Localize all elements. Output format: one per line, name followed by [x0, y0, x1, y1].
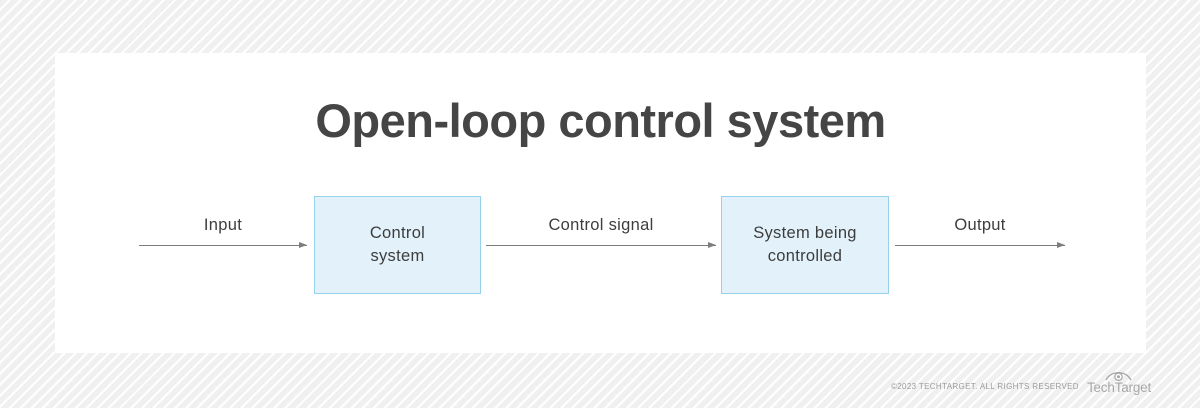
techtarget-logo: TechTarget [1087, 367, 1151, 395]
diagram-title: Open-loop control system [315, 94, 886, 147]
system-being-controlled-box: System being controlled [721, 196, 889, 294]
box-label-line: system [370, 247, 425, 265]
system-being-controlled-box-label: System being controlled [753, 222, 857, 268]
diagram-card: Open-loop control system Input Control s… [55, 53, 1146, 353]
control-signal-label: Control signal [548, 216, 654, 234]
output-arrow [895, 242, 1065, 248]
control-system-box-label: Control system [370, 222, 425, 268]
input-arrow-group: Input [139, 216, 307, 256]
copyright-text: ©2023 TECHTARGET. ALL RIGHTS RESERVED [891, 382, 1079, 391]
control-system-box: Control system [314, 196, 481, 294]
box-label-line: System being [753, 224, 857, 242]
footer: ©2023 TECHTARGET. ALL RIGHTS RESERVED Te… [891, 367, 1151, 395]
control-signal-arrow [486, 242, 716, 248]
input-label: Input [203, 216, 243, 234]
box-label-line: Control [369, 224, 426, 242]
techtarget-logo-text: TechTarget [1086, 379, 1151, 395]
box-label-line: controlled [767, 247, 843, 265]
input-arrow [139, 242, 307, 248]
output-arrow-group: Output [895, 216, 1065, 256]
output-label: Output [954, 216, 1006, 234]
eye-icon [1106, 371, 1132, 381]
control-signal-arrow-group: Control signal [486, 216, 716, 256]
